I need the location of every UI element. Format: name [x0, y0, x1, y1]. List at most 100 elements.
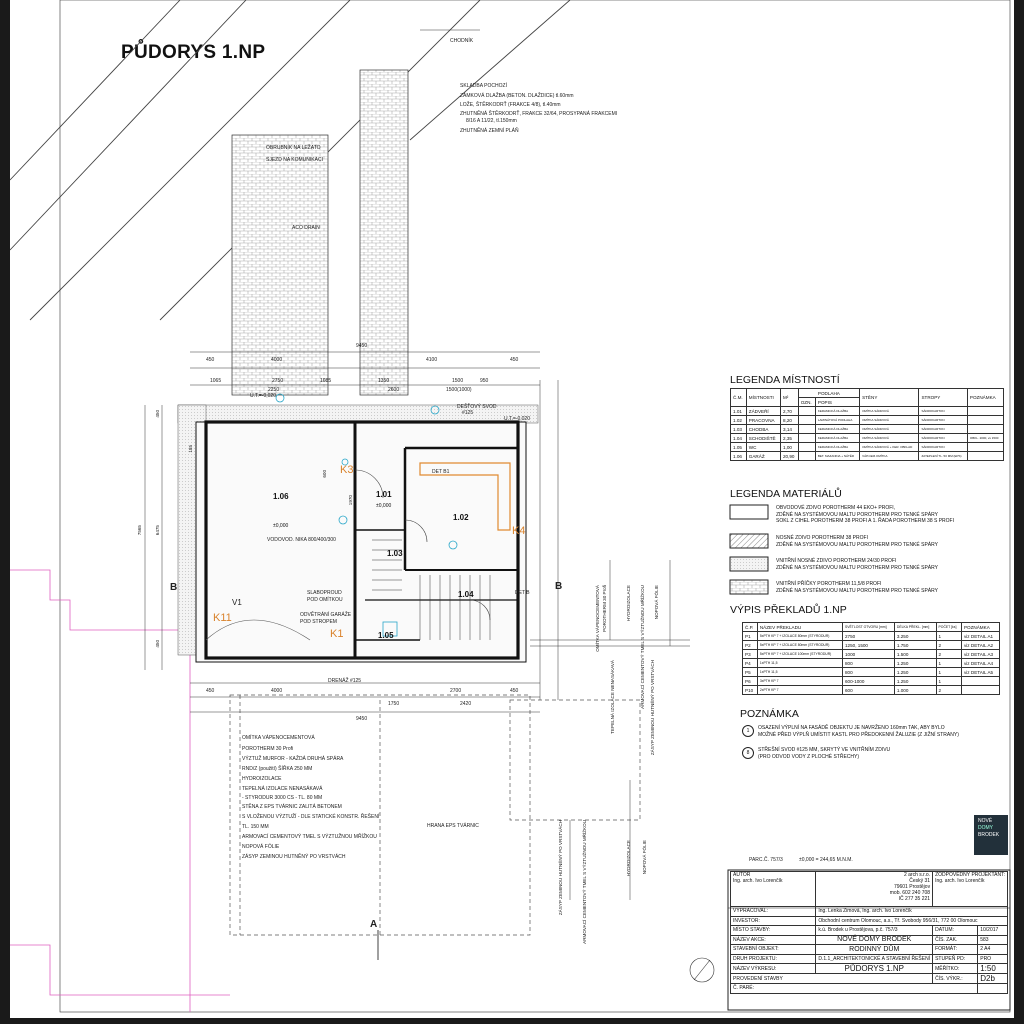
section-mark-b: B — [170, 582, 178, 593]
tag-k3: K3 — [340, 464, 354, 476]
wall-spec-vertical: HYDROIZOLACE — [626, 585, 631, 622]
driveway-strip-left — [231, 134, 329, 396]
note-line: MOŽNÉ PŘED VÝPLŇ UMÍSTIT KASTL PRO PŘEDO… — [758, 732, 959, 738]
dim: 450 — [510, 357, 519, 363]
title-block: AUTOR Ing. arch. Ivo Lorenčík 2 arch s.r… — [729, 871, 1008, 994]
dim: 2750 — [272, 378, 284, 384]
cyan-fixtures — [275, 393, 458, 637]
skladba-line: ZHUTNĚNÁ ZEMNÍ PLÁŇ — [460, 128, 519, 134]
uti-label: U.T.=-0,020 — [504, 416, 530, 422]
room-number: 1.01 — [376, 490, 392, 499]
dim: 2420 — [460, 701, 472, 707]
dimension-lines — [144, 351, 559, 713]
room-number: 1.03 — [387, 549, 403, 558]
det-b1-label: DET B1 — [432, 469, 450, 475]
house-walls — [195, 420, 527, 663]
room-number: 1.02 — [453, 513, 469, 522]
room-number: 1.05 — [378, 631, 394, 640]
det-b-label: DET B — [515, 590, 530, 596]
wall-spec-vertical: POROTHERM 30 Profi — [602, 585, 607, 632]
col-header: POZNÁMKA — [966, 388, 1005, 407]
foundation-outline — [229, 694, 641, 936]
wall-spec-line: POROTHERM 30 Profi — [242, 746, 294, 752]
wall-spec-line: HYDROIZOLACE — [242, 776, 282, 782]
room-level: ±0,000 — [376, 503, 392, 509]
legend-rooms-table: Č.M. MÍSTNOSTI M² PODLAHA STĚNY STROPY P… — [730, 388, 1005, 461]
dim: 450 — [206, 688, 215, 694]
hrana-label: HRANA EPS TVÁRNIC — [427, 823, 479, 829]
drawing-sheet: PŮDORYS 1.NP — [10, 0, 1014, 1018]
tag-k4: K4 — [512, 525, 526, 537]
dim: 2700 — [450, 688, 462, 694]
dim: 2600 — [388, 387, 400, 393]
wall-spec-vertical: NOPOVÁ FÓLIE — [642, 840, 647, 875]
wall-spec-vertical: OMÍTKA VÁPENOCEMENTOVÁ — [595, 585, 600, 652]
chodnik-label: CHODNÍK — [450, 38, 474, 44]
parc-label: PARC.Č. 757/3 — [749, 857, 783, 863]
brand-logo: NOVÉ DOMY BRODEK — [974, 815, 1008, 855]
col-header: M² — [779, 388, 799, 407]
legend-rooms-heading: LEGENDA MÍSTNOSTÍ — [730, 374, 840, 386]
room-level: ±0,000 — [273, 523, 289, 529]
skladba-line: ZHUTNĚNÁ ŠTĚRKODRŤ, FRAKCE 32/64, PROSYP… — [460, 111, 618, 117]
section-mark-b: B — [555, 581, 563, 592]
skladba-line: 8/16 A 11/22, tl.150mm — [466, 118, 517, 124]
wall-spec-vertical: HYDROIZOLACE — [626, 840, 631, 877]
wall-spec-vertical: ZÁSYP ZEMINOU HUTNĚNÝ PO VRSTVÁCH — [558, 820, 563, 916]
dim: 1065 — [210, 378, 222, 384]
uti-label: U.T.=-0,020 — [250, 393, 276, 399]
sjezd-label: SJEZD NA KOMUNIKACI — [266, 157, 323, 163]
wall-spec-line: STĚNA Z EPS TVÁRNIC ZALITÁ BETONEM — [242, 804, 342, 810]
note-marker: 8 — [742, 747, 754, 759]
lintels-table: Č.P. NÁZEV PŘEKLADU SVĚTLOST OTVORU [mm]… — [742, 622, 1001, 695]
dim: 950 — [480, 378, 489, 384]
col-header: STROPY — [918, 388, 968, 407]
skladba-line: ZÁMKOVÁ DLAŽBA (BETON. DLAŽDICE) tl.60mm — [460, 93, 574, 99]
col-header: STĚNY — [859, 388, 920, 407]
material-item: VNITŘNÍ NOSNÉ ZDIVO POROTHERM 24/30 PROF… — [776, 558, 938, 571]
legend-materials-heading: LEGENDA MATERIÁLŮ — [730, 488, 842, 500]
wall-spec-line: OMÍTKA VÁPENOCEMENTOVÁ — [242, 735, 315, 741]
skladba-title: SKLADBA POCHOZÍ — [460, 83, 507, 89]
material-item: NOSNÉ ZDIVO POROTHERM 38 PROFI ZDĚNÉ NA … — [776, 535, 938, 548]
subcol-header: POPIS — [814, 397, 861, 407]
dim: 4000 — [271, 357, 283, 363]
subcol-header: OZN. — [797, 397, 816, 407]
floor-plan-drawing — [10, 0, 1011, 1013]
wall-spec-vertical: NOPOVÁ FÓLIE — [654, 585, 659, 620]
drenaz-label: DRENÁŽ #125 — [328, 678, 362, 684]
slaboproud-label: SLABOPROUD — [307, 590, 342, 596]
dim: 7565 — [137, 525, 142, 536]
wall-spec-line: VÝZTUŽ MURFOR - KAŽDÁ DRUHÁ SPÁRA — [242, 756, 344, 762]
tag-k11: K11 — [213, 612, 232, 624]
slaboproud-label2: POD OMÍTKOU — [307, 597, 343, 603]
dim: 9450 — [356, 716, 368, 722]
wall-spec-line: NOPOVÁ FÓLIE — [242, 844, 280, 850]
orange-furniture — [419, 462, 511, 531]
wall-spec-vertical: ZÁSYP ZEMINOU HUTNĚNÝ PO VRSTVÁCH — [650, 660, 655, 756]
wall-spec-line: TEPELNÁ IZOLACE NENASÁKAVÁ — [242, 786, 323, 792]
note-line: OSAZENÍ VÝPLNÍ NA FASÁDĚ OBJEKTU JE NAVR… — [758, 725, 945, 731]
dim: 450 — [206, 357, 215, 363]
wall-spec-vertical: TEPELNÁ IZOLACE NENASÁKAVÁ — [610, 660, 615, 734]
staircase — [372, 539, 491, 640]
wall-spec-vertical: ARMOVACÍ CEMENTOVÝ TMEL S VÝZTUŽNOU MŘÍŽ… — [582, 820, 587, 944]
dim: 1500 — [452, 378, 464, 384]
wall-spec-vertical: ARMOVACÍ CEMENTOVÝ TMEL S VÝZTUŽNOU MŘÍŽ… — [640, 585, 645, 709]
dim: 1500(1000) — [446, 387, 472, 393]
wall-spec-line: RND/Z (použití) ŠÍŘKA 250 MM — [242, 766, 313, 772]
wall-spec-line: TL. 150 MM — [242, 824, 269, 830]
col-header: MÍSTNOSTI — [745, 388, 781, 407]
room-number: 1.06 — [273, 492, 289, 501]
dim: 2250 — [268, 387, 280, 393]
zero-label: ±0,000 = 244,65 M.N.M. — [799, 857, 853, 863]
